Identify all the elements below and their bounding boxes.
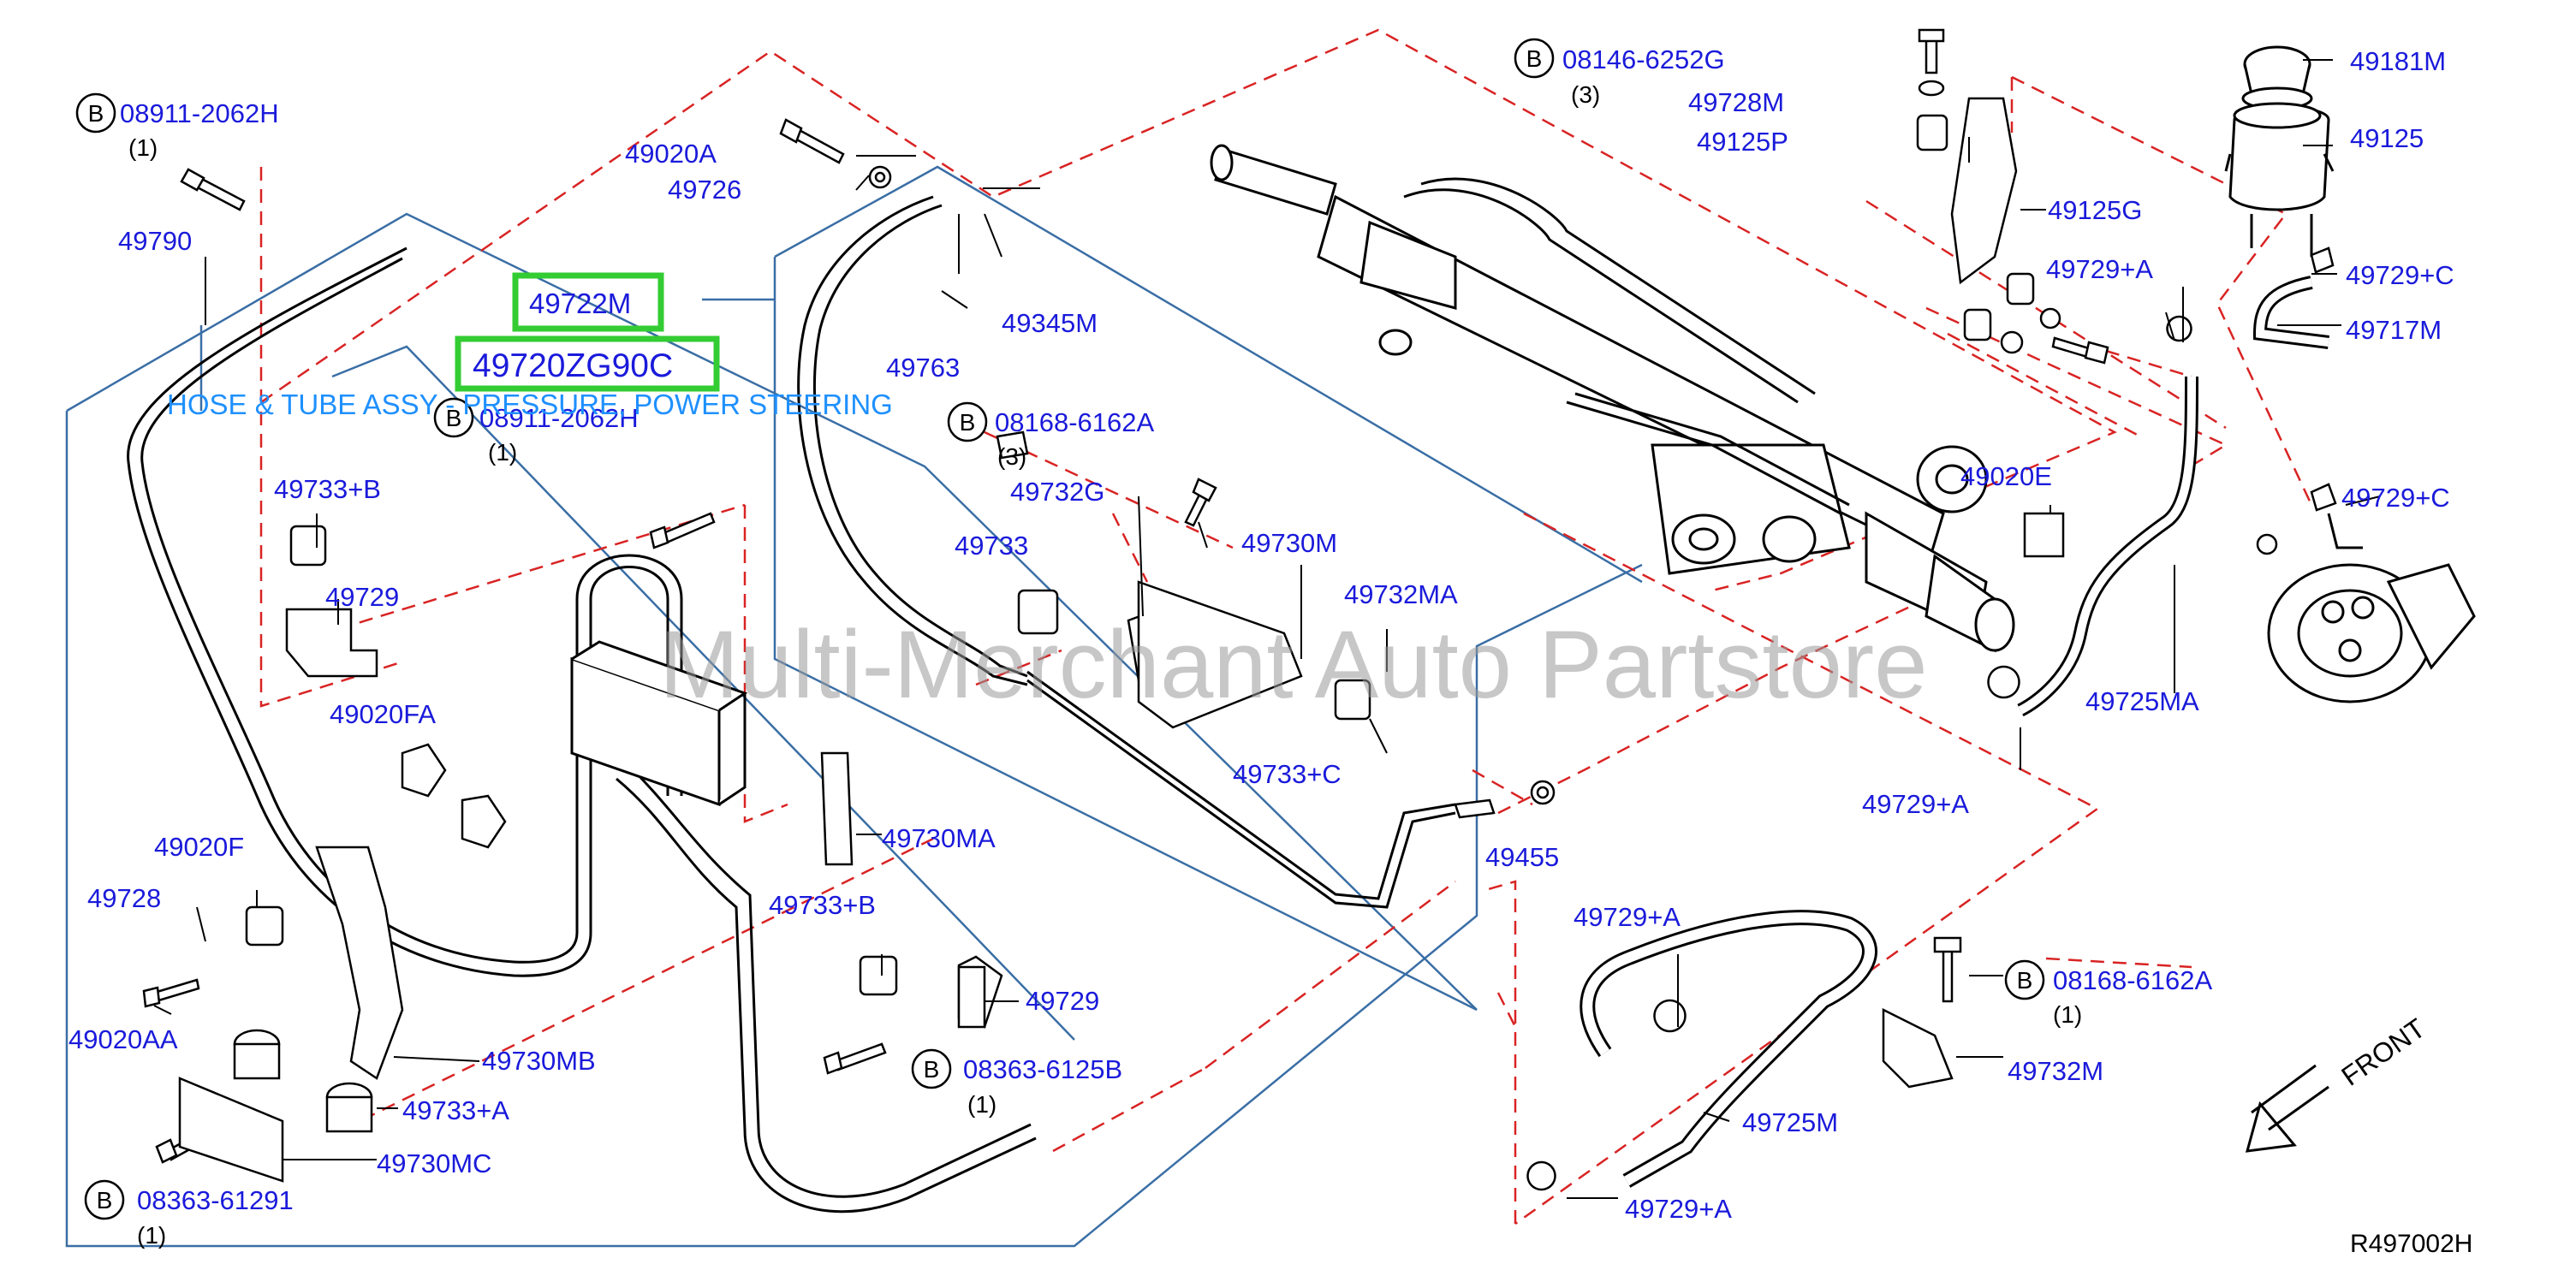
part-description: HOSE & TUBE ASSY - PRESSURE, POWER STEER…	[167, 389, 893, 420]
part-label: 49733+C	[1233, 759, 1342, 789]
svg-text:08363-6125B: 08363-6125B	[963, 1054, 1122, 1084]
svg-text:08911-2062H: 08911-2062H	[479, 403, 639, 433]
front-label: FRONT	[2335, 1012, 2430, 1092]
part-label: 49020E	[1960, 461, 2052, 491]
reservoir-and-pump	[2224, 45, 2476, 703]
bolt-callout: B 08168-6162A (3)	[947, 401, 1154, 470]
part-label: 49730M	[1241, 528, 1337, 558]
highlighted-part-number: 49722M	[529, 288, 631, 319]
svg-text:(3): (3)	[997, 443, 1026, 470]
part-label: 49730MC	[377, 1148, 491, 1178]
return-hose-inner	[1582, 912, 1875, 1186]
part-label: 49725MA	[2085, 686, 2199, 716]
steering-rack	[1210, 144, 2015, 653]
part-label: 49729+C	[2341, 483, 2450, 513]
suction-hose-inner	[2018, 376, 2196, 715]
svg-text:(3): (3)	[1571, 81, 1600, 108]
part-label: 49125G	[2048, 195, 2142, 225]
svg-text:B: B	[2017, 967, 2033, 994]
svg-text:08146-6252G: 08146-6252G	[1562, 45, 1725, 74]
highlight-box-code	[455, 335, 720, 392]
part-label: 49733+B	[274, 474, 381, 504]
pressure-hose	[797, 195, 1456, 909]
bolt-callout: B 08363-61291 (1)	[84, 1179, 294, 1249]
cooler-tube	[127, 246, 1037, 1214]
part-label: 49455	[1485, 842, 1559, 872]
part-label: 49728	[87, 883, 161, 913]
part-label: 49732G	[1010, 477, 1104, 507]
svg-text:08911-2062H: 08911-2062H	[120, 98, 279, 128]
part-label: 49729+A	[1862, 789, 1969, 819]
svg-text:B: B	[97, 1187, 113, 1214]
part-label: 49726	[668, 175, 741, 205]
part-label: 49729+A	[2046, 254, 2153, 284]
part-label: 49733	[955, 531, 1028, 561]
assembly-frame	[65, 165, 1643, 1248]
bolt-callout: B 08911-2062H (1)	[433, 397, 639, 466]
svg-text:08168-6162A: 08168-6162A	[2053, 965, 2212, 995]
front-arrow-icon	[2245, 1064, 2329, 1153]
label-leaders	[153, 59, 2381, 1199]
part-label: 49725M	[1742, 1107, 1838, 1137]
svg-text:B: B	[446, 405, 462, 431]
bolt-callout: B 08168-6162A (1)	[2004, 959, 2212, 1028]
part-label: 49020F	[154, 832, 244, 862]
svg-text:B: B	[924, 1056, 940, 1083]
part-label: 49125	[2350, 123, 2424, 153]
highlight-box-part	[512, 272, 664, 332]
part-label: 49729	[325, 582, 399, 612]
svg-text:(1): (1)	[128, 134, 158, 161]
part-label: 49729+C	[2346, 260, 2454, 290]
svg-text:(1): (1)	[488, 439, 517, 466]
bolt-callout: B 08911-2062H (1)	[75, 92, 279, 161]
part-label: 49729+A	[1574, 902, 1681, 932]
part-label: 49345M	[1002, 308, 1098, 338]
part-label: 49020AA	[68, 1024, 178, 1054]
svg-text:(1): (1)	[137, 1222, 166, 1249]
part-label: 49729+A	[1625, 1194, 1732, 1224]
svg-text:08363-61291: 08363-61291	[137, 1185, 294, 1215]
svg-text:B: B	[88, 100, 104, 127]
svg-text:08168-6162A: 08168-6162A	[995, 407, 1154, 437]
svg-text:B: B	[960, 409, 976, 436]
svg-text:B: B	[1526, 45, 1543, 72]
part-label: 49717M	[2346, 315, 2442, 345]
part-label: 49181M	[2350, 46, 2446, 76]
watermark: Multi-Merchant Auto Partstore	[659, 611, 1927, 718]
small-parts	[142, 28, 2337, 1191]
part-label: 49790	[118, 226, 192, 256]
part-label: 49763	[886, 353, 960, 383]
part-label: 49732MA	[1344, 579, 1458, 609]
part-label: 49732M	[2008, 1056, 2103, 1086]
part-label: 49733+B	[769, 890, 876, 920]
part-label: 49730MB	[482, 1046, 596, 1076]
diagram-reference: R497002H	[2350, 1230, 2472, 1258]
svg-text:(1): (1)	[2053, 1001, 2082, 1028]
bolt-callout: B 08363-6125B (1)	[911, 1048, 1122, 1118]
part-label: 49733+A	[402, 1095, 509, 1125]
front-indicator: FRONT	[2245, 1012, 2430, 1153]
bolt-callout: B 08146-6252G (3)	[1514, 38, 1725, 108]
part-label: 49728M	[1688, 87, 1784, 117]
part-label: 49020FA	[330, 699, 436, 729]
part-label: 49125P	[1697, 127, 1788, 157]
part-labels: 49790 49020A 49726 49763 49345M 49733+B …	[68, 46, 2454, 1224]
part-label: 49730MA	[882, 823, 996, 853]
part-label: 49020A	[625, 139, 717, 169]
part-label: 49729	[1026, 986, 1099, 1016]
highlighted-part-code: 49720ZG90C	[473, 347, 673, 384]
svg-text:(1): (1)	[967, 1091, 996, 1118]
